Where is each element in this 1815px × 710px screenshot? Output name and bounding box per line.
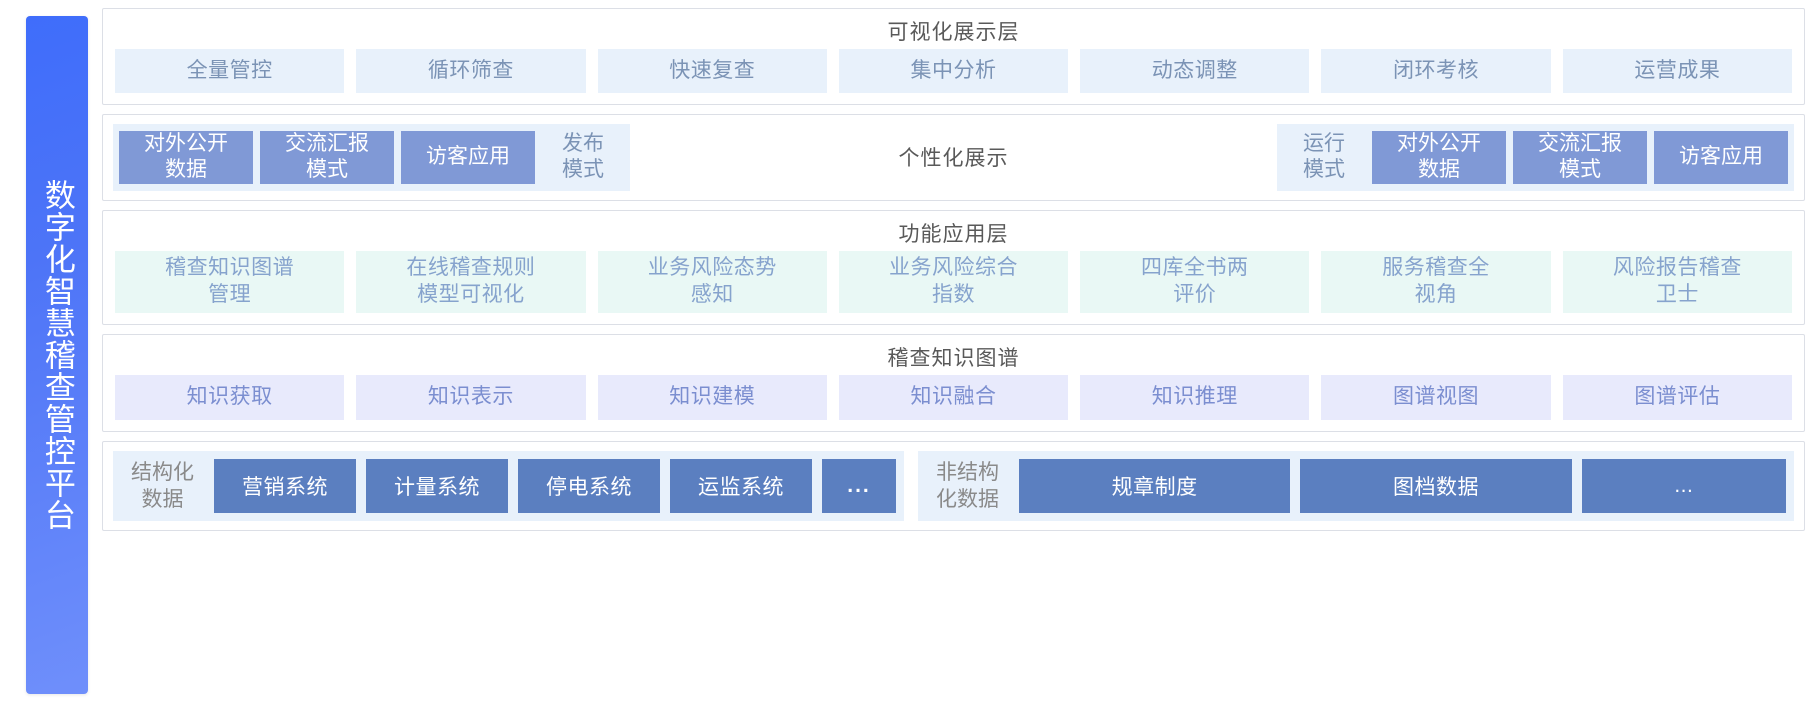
chip-xunhuanshaicha[interactable]: 循环筛查 [356, 49, 586, 93]
tile-visitor-app-right[interactable]: 访客应用 [1654, 131, 1788, 184]
layer-knowledge-graph: 稽查知识图谱 知识获取 知识表示 知识建模 知识融合 知识推理 图谱视图 图谱评… [102, 333, 1805, 432]
data-tile-regulations[interactable]: 规章制度 [1019, 458, 1291, 514]
chip-graph-evaluation[interactable]: 图谱评估 [1562, 374, 1792, 420]
chip-kuaisufucha[interactable]: 快速复查 [597, 49, 827, 93]
data-tile-operation-monitoring-system[interactable]: 运监系统 [670, 458, 812, 514]
personalization-left-group: 对外公开 数据 交流汇报 模式 访客应用 发布 模式 [113, 124, 630, 191]
layer-stack: 可视化展示层 全量管控 循环筛查 快速复查 集中分析 动态调整 闭环考核 运营成… [102, 8, 1805, 702]
chip-knowledge-modeling[interactable]: 知识建模 [597, 374, 827, 420]
chip-siku-evaluation[interactable]: 四库全书两 评价 [1080, 250, 1310, 313]
tile-report-mode-left[interactable]: 交流汇报 模式 [260, 131, 394, 184]
layer-functional-chips: 稽查知识图谱 管理 在线稽查规则 模型可视化 业务风险态势 感知 业务风险综合 … [103, 250, 1804, 324]
platform-title-banner: 数字化智慧稽查管控平台 [26, 16, 88, 694]
structured-data-group: 结构化 数据 营销系统 计量系统 停电系统 运监系统 ... [113, 450, 904, 522]
layer-knowledge-graph-title: 稽查知识图谱 [887, 346, 1020, 370]
chip-yunyingchengguo[interactable]: 运营成果 [1562, 49, 1792, 93]
data-tile-metering-system[interactable]: 计量系统 [366, 458, 508, 514]
unstructured-data-label: 非结构 化数据 [936, 460, 999, 511]
layer-functional-title: 功能应用层 [898, 222, 1009, 246]
chip-graph-view[interactable]: 图谱视图 [1321, 374, 1551, 420]
personalization-center-label: 个性化展示 [630, 124, 1277, 191]
chip-kg-management[interactable]: 稽查知识图谱 管理 [115, 250, 345, 313]
chip-dongtaitiaozheng[interactable]: 动态调整 [1080, 49, 1310, 93]
tile-public-data-right[interactable]: 对外公开 数据 [1372, 131, 1506, 184]
layer-visualization-chips: 全量管控 循环筛查 快速复查 集中分析 动态调整 闭环考核 运营成果 [103, 49, 1804, 104]
layer-personalization: 对外公开 数据 交流汇报 模式 访客应用 发布 模式 个性化展示 运行 模式 对… [102, 114, 1805, 201]
chip-online-rule-model[interactable]: 在线稽查规则 模型可视化 [356, 250, 586, 313]
chip-knowledge-fusion[interactable]: 知识融合 [838, 374, 1069, 420]
data-tile-outage-system[interactable]: 停电系统 [518, 458, 660, 514]
data-tile-marketing-system[interactable]: 营销系统 [214, 458, 356, 514]
chip-service-full-view[interactable]: 服务稽查全 视角 [1321, 250, 1551, 313]
chip-knowledge-acquisition[interactable]: 知识获取 [115, 374, 345, 420]
layer-functional: 功能应用层 稽查知识图谱 管理 在线稽查规则 模型可视化 业务风险态势 感知 业… [102, 209, 1805, 325]
tile-report-mode-right[interactable]: 交流汇报 模式 [1513, 131, 1647, 184]
tile-visitor-app-left[interactable]: 访客应用 [401, 131, 535, 184]
chip-knowledge-representation[interactable]: 知识表示 [356, 374, 586, 420]
data-tile-archive-data[interactable]: 图档数据 [1300, 458, 1572, 514]
chip-jizhongfenxi[interactable]: 集中分析 [838, 49, 1069, 93]
tile-publish-mode[interactable]: 发布 模式 [542, 131, 624, 184]
layer-visualization: 可视化展示层 全量管控 循环筛查 快速复查 集中分析 动态调整 闭环考核 运营成… [102, 8, 1805, 105]
structured-data-label: 结构化 数据 [131, 460, 194, 511]
chip-quanliangguankong[interactable]: 全量管控 [115, 49, 345, 93]
layer-knowledge-graph-chips: 知识获取 知识表示 知识建模 知识融合 知识推理 图谱视图 图谱评估 [103, 374, 1804, 431]
data-tile-structured-more[interactable]: ... [822, 458, 896, 514]
layer-data-sources: 结构化 数据 营销系统 计量系统 停电系统 运监系统 ... 非结构 化数据 规… [102, 440, 1805, 532]
unstructured-data-group: 非结构 化数据 规章制度 图档数据 ... [918, 450, 1794, 522]
chip-bihuankaohe[interactable]: 闭环考核 [1321, 49, 1551, 93]
chip-risk-report-guard[interactable]: 风险报告稽查 卫士 [1562, 250, 1792, 313]
tile-runtime-mode[interactable]: 运行 模式 [1283, 131, 1365, 184]
platform-title: 数字化智慧稽查管控平台 [39, 179, 75, 531]
layer-visualization-title: 可视化展示层 [887, 21, 1020, 44]
tile-public-data-left[interactable]: 对外公开 数据 [119, 131, 253, 184]
personalization-right-group: 运行 模式 对外公开 数据 交流汇报 模式 访客应用 [1277, 124, 1794, 191]
data-tile-unstructured-more[interactable]: ... [1581, 458, 1786, 514]
chip-risk-index[interactable]: 业务风险综合 指数 [838, 250, 1069, 313]
chip-risk-situation[interactable]: 业务风险态势 感知 [597, 250, 827, 313]
chip-knowledge-reasoning[interactable]: 知识推理 [1080, 374, 1310, 420]
